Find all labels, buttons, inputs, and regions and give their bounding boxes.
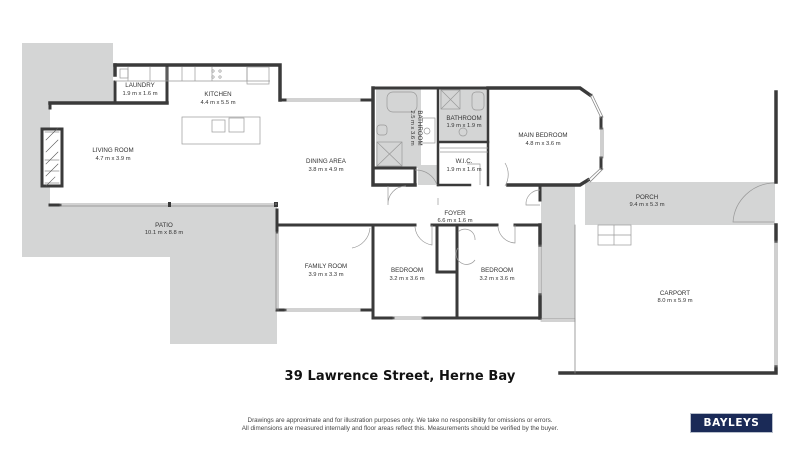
property-address: 39 Lawrence Street, Herne Bay [284,369,516,384]
laundry-label: LAUNDRY [125,82,154,89]
kitchen-label: KITCHEN [204,91,231,98]
disclaimer-line-2: All dimensions are measured internally a… [241,425,559,432]
fixtures [115,66,775,265]
bedroom-3-dims: 3.2 m x 3.6 m [479,276,514,282]
porch-label: PORCH [636,194,658,201]
family-room-label: FAMILY ROOM [305,263,347,270]
patio-label: PATIO [155,222,173,229]
porch-dims: 9.4 m x 5.3 m [629,202,664,208]
wic-label: W.I.C. [456,158,473,165]
laundry-dims: 1.9 m x 1.6 m [122,91,157,97]
wic-dims: 1.9 m x 1.6 m [446,167,481,173]
main-bedroom-dims: 4.8 m x 3.6 m [525,141,560,147]
patio-dims: 10.1 m x 8.8 m [145,230,184,236]
dining-area-label: DINING AREA [306,158,347,165]
main-bedroom-label: MAIN BEDROOM [518,132,567,139]
logo-text: BAYLEYS [703,417,760,429]
bathroom-ensuite-dims: 1.9 m x 1.9 m [446,123,481,129]
patio-area [22,43,277,344]
bedroom-3-label: BEDROOM [481,267,513,274]
bedroom-2-dims: 3.2 m x 3.6 m [389,276,424,282]
foyer-closet-floor [418,165,438,185]
bathroom-main-dims: 2.5 m x 3.6 m [409,110,415,145]
bathroom-main-floor [376,89,421,168]
kitchen-dims: 4.4 m x 5.5 m [200,100,235,106]
bathroom-ensuite-floor [440,89,487,142]
bathroom-main-label: BATHROOM [416,110,423,145]
dining-area-dims: 3.8 m x 4.9 m [308,167,343,173]
family-room-dims: 3.9 m x 3.3 m [308,272,343,278]
side-passage [541,186,575,319]
bayleys-logo: BAYLEYS [690,413,773,433]
carport-dims: 8.0 m x 5.9 m [657,298,692,304]
bedroom-2-label: BEDROOM [391,267,423,274]
porch-area [585,182,775,225]
foyer-dims: 6.6 m x 1.6 m [437,218,472,224]
walls [40,63,778,375]
carport-label: CARPORT [660,290,690,297]
foyer-label: FOYER [444,210,466,217]
room-labels: LAUNDRY 1.9 m x 1.6 m KITCHEN 4.4 m x 5.… [92,82,692,304]
disclaimer-line-1: Drawings are approximate and for illustr… [247,417,553,424]
outdoor-areas [22,43,775,344]
living-room-dims: 4.7 m x 3.9 m [95,156,130,162]
living-room-label: LIVING ROOM [92,147,133,154]
bathroom-ensuite-label: BATHROOM [446,115,481,122]
